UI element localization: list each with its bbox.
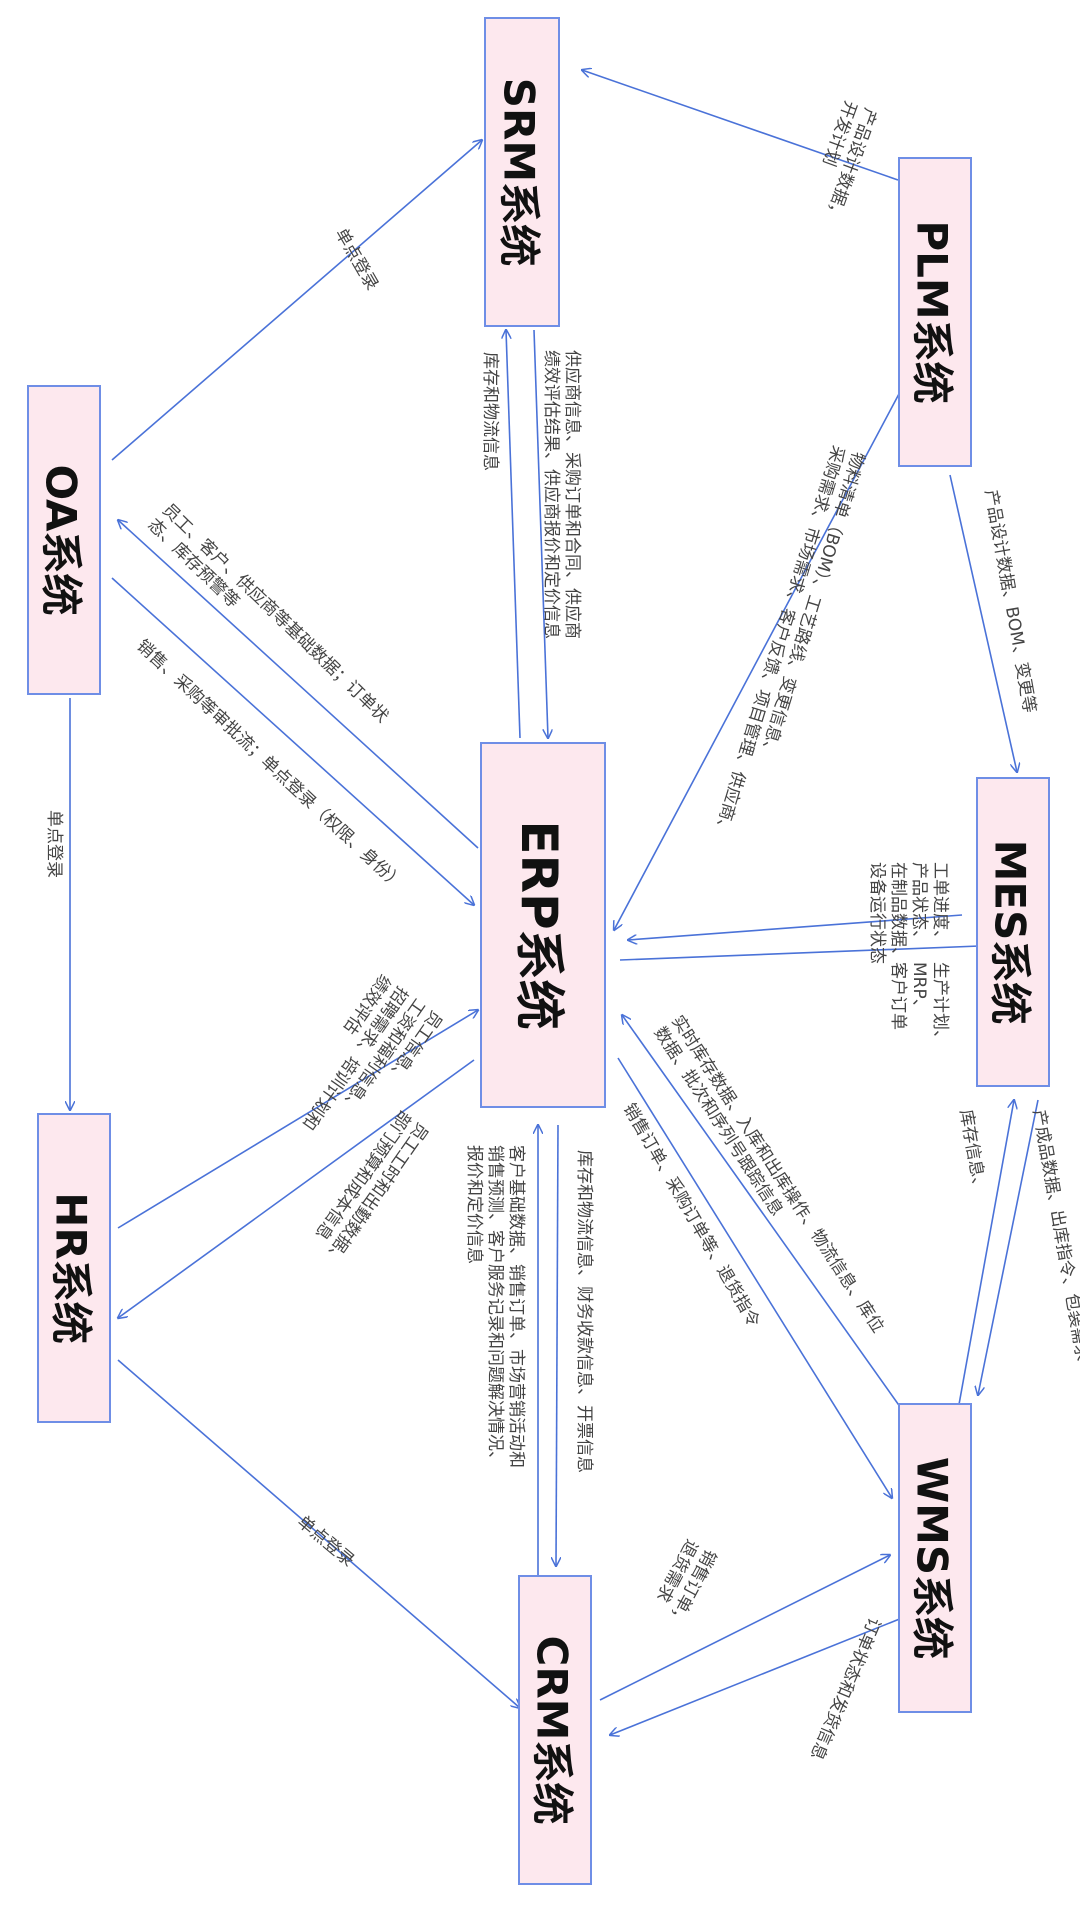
edge-wms-erp bbox=[622, 1015, 909, 1419]
edge-wms-mes bbox=[957, 1100, 1014, 1411]
edge-label-mes-erp: 工单进度、 产品状态、 在制品数据、 设备运行状态 bbox=[866, 862, 950, 964]
edge-erp-wms bbox=[617, 1057, 892, 1498]
node-hr-label: HR系统 bbox=[46, 1192, 96, 1344]
node-erp: ERP系统 bbox=[480, 742, 606, 1108]
edge-label-crm-erp: 客户基础数据、销售订单、市场营销活动和 销售预测、客户服务记录和问题解决情况、 … bbox=[463, 1145, 526, 1468]
edge-mes-wms bbox=[978, 1099, 1039, 1395]
edge-label-erp-srm-line-2: 绩效评估结果、供应商报价和定价信息 bbox=[541, 350, 561, 639]
edge-label-oa-hr-line-1: 单点登录 bbox=[44, 810, 64, 878]
node-erp-label: ERP系统 bbox=[510, 820, 568, 1030]
node-srm: SRM系统 bbox=[484, 17, 560, 327]
edge-label-crm-erp-line-2: 销售预测、客户服务记录和问题解决情况、 bbox=[485, 1145, 505, 1468]
edge-srm-erp bbox=[533, 329, 548, 738]
edge-wms-crm bbox=[610, 1617, 903, 1735]
edge-plm-srm bbox=[582, 70, 899, 181]
node-crm: CRM系统 bbox=[518, 1575, 592, 1885]
edge-label-erp-mes-line-1: 生产计划、 bbox=[930, 962, 950, 1047]
node-wms-label: WMS系统 bbox=[907, 1456, 957, 1660]
edge-label-erp-mes-line-3: 客户订单 bbox=[888, 962, 908, 1030]
edge-label-erp-mes: 生产计划、 MRP、 客户订单 bbox=[887, 962, 950, 1047]
edge-label-srm-erp: 库存和物流信息 bbox=[479, 352, 500, 471]
edge-label-crm-erp-line-3: 报价和定价信息 bbox=[464, 1145, 484, 1264]
edge-label-erp-srm: 供应商信息、采购订单和合同、供应商 绩效评估结果、供应商报价和定价信息 bbox=[540, 350, 582, 639]
edge-erp-oa bbox=[118, 520, 479, 849]
edge-plm-erp bbox=[614, 391, 901, 930]
node-mes-label: MES系统 bbox=[985, 839, 1035, 1025]
node-crm-label: CRM系统 bbox=[527, 1635, 577, 1825]
edge-erp-hr bbox=[118, 1059, 475, 1318]
edge-hr-erp bbox=[117, 1010, 478, 1229]
edge-label-srm-erp-line-1: 库存和物流信息 bbox=[480, 352, 500, 471]
edge-label-mes-erp-line-4: 设备运行状态 bbox=[867, 862, 887, 964]
node-oa: OA系统 bbox=[27, 385, 101, 695]
edge-label-mes-erp-line-3: 在制品数据、 bbox=[888, 862, 908, 964]
edge-label-mes-erp-line-1: 工单进度、 bbox=[930, 862, 950, 947]
edge-erp-mes bbox=[619, 945, 1005, 961]
node-hr: HR系统 bbox=[37, 1113, 111, 1423]
edge-label-erp-mes-line-2: MRP、 bbox=[909, 962, 929, 1016]
node-mes: MES系统 bbox=[976, 777, 1050, 1087]
node-plm: PLM系统 bbox=[898, 157, 972, 467]
node-wms: WMS系统 bbox=[898, 1403, 972, 1713]
edge-oa-erp bbox=[111, 577, 474, 905]
edge-label-erp-crm-line-1: 库存和物流信息、财务收款信息、开票信息 bbox=[574, 1150, 594, 1473]
edge-label-crm-erp-line-1: 客户基础数据、销售订单、市场营销活动和 bbox=[506, 1145, 526, 1468]
edge-oa-srm bbox=[111, 140, 482, 461]
edge-label-oa-hr: 单点登录 bbox=[43, 810, 64, 878]
edge-mes-erp bbox=[628, 914, 963, 940]
node-oa-label: OA系统 bbox=[36, 464, 86, 616]
edge-plm-mes bbox=[949, 474, 1017, 772]
edge-crm-wms bbox=[599, 1555, 890, 1701]
edge-erp-srm bbox=[506, 330, 521, 739]
edge-label-mes-erp-line-2: 产品状态、 bbox=[909, 862, 929, 947]
node-srm-label: SRM系统 bbox=[494, 77, 544, 267]
edge-label-erp-srm-line-1: 供应商信息、采购订单和合同、供应商 bbox=[562, 350, 582, 639]
edge-hr-crm bbox=[117, 1359, 520, 1708]
edge-erp-crm bbox=[556, 1124, 558, 1566]
node-plm-label: PLM系统 bbox=[907, 220, 957, 404]
edge-label-erp-crm: 库存和物流信息、财务收款信息、开票信息 bbox=[573, 1150, 594, 1473]
